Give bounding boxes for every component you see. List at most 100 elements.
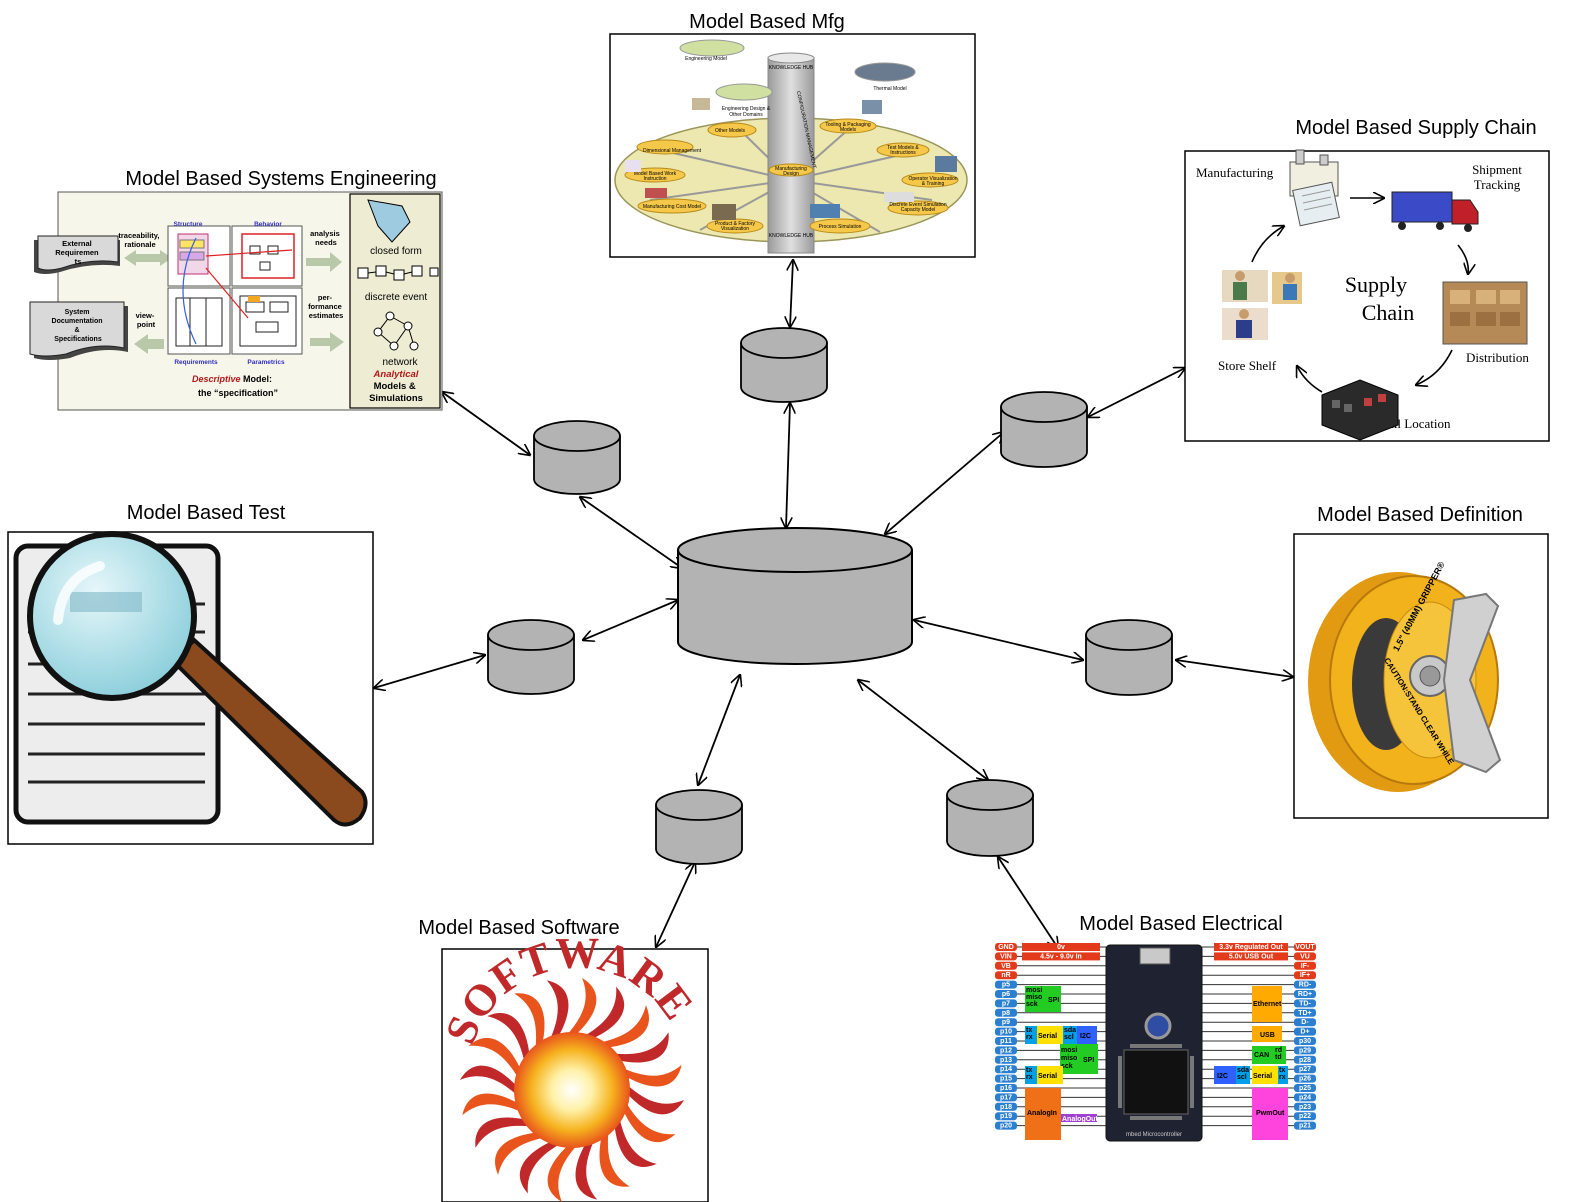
supply-chain-word: Chain <box>1362 300 1415 325</box>
arrow-store-to-electrical <box>998 857 1058 948</box>
software-petal <box>598 1005 649 1048</box>
elec-left-pin-bg <box>995 1084 1017 1092</box>
elec-rail-bg <box>1214 952 1288 961</box>
software-petal <box>624 1084 684 1115</box>
elec-right-pin-bg <box>1294 1102 1316 1111</box>
elec-analogin: AnalogIn <box>1027 1110 1057 1117</box>
central-data-hub <box>677 527 913 665</box>
software-sun-core <box>514 1032 630 1148</box>
mbse-ext-req-3: ts <box>75 257 82 266</box>
elec-pwmout: PwmOut <box>1256 1110 1285 1117</box>
mbse-panel: External Requiremen ts System Documentat… <box>29 191 443 411</box>
elec-right-pin: RD+ <box>1298 991 1312 998</box>
elec-left-pin: p17 <box>1000 1094 1012 1101</box>
elec-right-pin-bg <box>1294 1084 1316 1092</box>
electrical-panel: GNDVINVBnRp5p6p7p8p9p10p11p12p13p14p15p1… <box>995 943 1316 1142</box>
software-petal <box>487 1013 530 1064</box>
label-test: Model Based Test <box>127 502 286 524</box>
elec-right-pin-bg <box>1294 1074 1316 1083</box>
supply-cycle-arrow-5 <box>1251 226 1284 263</box>
elec-right-pin: p21 <box>1299 1123 1311 1130</box>
mfg-thumbnails <box>625 98 957 220</box>
software-petal <box>599 1130 630 1187</box>
elec-right-pin: p22 <box>1299 1113 1311 1120</box>
elec-right-pin: VOUT <box>1295 944 1315 951</box>
mbse-requirements: Requirements <box>174 359 218 366</box>
elec-left-pin-bg <box>995 961 1017 970</box>
mbse-behavior: Behavior <box>254 221 282 228</box>
mfg-dimensional: Dimensional Management <box>643 148 702 154</box>
software-petal <box>547 1142 578 1202</box>
svg-text:per- formance esti: per- formance estimates <box>308 293 344 320</box>
mfg-des-1: Discrete Event Simulation <box>889 202 946 208</box>
elec-right-pin: TD- <box>1299 1000 1311 1007</box>
mbse-discrete-event: discrete event <box>365 292 427 303</box>
elec-can: CAN <box>1254 1052 1269 1059</box>
mfg-eng-design-2: Other Domains <box>729 112 763 118</box>
elec-rd: rd <box>1275 1047 1282 1054</box>
elec-left-pin-bg <box>995 952 1017 961</box>
arrow-hub-to-store-bottomleft <box>698 675 740 785</box>
elec-right-pin: p27 <box>1299 1066 1311 1073</box>
data-store-supply <box>1000 391 1088 468</box>
arrow-store-to-software <box>656 862 695 947</box>
mbse-sys-doc-1: System <box>65 309 90 316</box>
software-sun-petals <box>460 978 684 1202</box>
elec-mosi-1: mosi <box>1026 987 1042 994</box>
mbse-closed-form: closed form <box>370 246 422 257</box>
elec-right-pin-bg <box>1294 1018 1316 1027</box>
supply-cycle-arrow-3 <box>1416 349 1453 385</box>
elec-left-pin: p19 <box>1000 1113 1012 1120</box>
svg-text:traceability, rationale: traceability, rationale <box>118 231 161 249</box>
elec-right-pin-bg <box>1294 999 1316 1008</box>
elec-left-pin: p5 <box>1002 982 1010 989</box>
svg-text:view- point: view- point <box>136 311 157 329</box>
elec-left-pin: p12 <box>1000 1047 1012 1054</box>
mfg-des-2: Capacity Model <box>901 207 935 213</box>
elec-sda-2: sda <box>1237 1067 1249 1074</box>
elec-right-pin: p25 <box>1299 1085 1311 1092</box>
elec-rail-label: 4.5v - 9.0v In <box>1040 953 1082 960</box>
magnifier-handle <box>171 637 368 827</box>
mbse-parametrics: Parametrics <box>247 359 285 366</box>
mbse-traceability-2: rationale <box>124 240 155 249</box>
elec-serial-left-1: Serial <box>1038 1033 1057 1040</box>
elec-left-pin-bg <box>995 1037 1017 1045</box>
store-shelf-icon <box>1222 270 1302 340</box>
data-store-software <box>655 789 743 865</box>
elec-left-pin: VB <box>1001 963 1011 970</box>
mbse-viewpoint-2: point <box>137 320 156 329</box>
connector-arrows <box>374 260 1293 948</box>
data-store-definition <box>1085 619 1173 696</box>
elec-left-pin: p11 <box>1000 1038 1012 1045</box>
elec-left-pin-bg <box>995 1046 1017 1055</box>
elec-td: td <box>1275 1054 1282 1061</box>
supply-manufacturing: Manufacturing <box>1196 165 1274 180</box>
mbse-analytical: Analytical <box>373 369 419 380</box>
elec-tx-2: tx <box>1026 1067 1032 1074</box>
elec-right-pin: p29 <box>1299 1047 1311 1054</box>
elec-spi-left-2: SPI <box>1083 1057 1094 1064</box>
elec-right-pin-bg <box>1294 1027 1316 1036</box>
mfg-mfg-design-1: Manufacturing <box>775 166 807 172</box>
elec-left-pin: VIN <box>1000 953 1012 960</box>
elec-right-pin-bg <box>1294 1037 1316 1045</box>
data-store-test <box>487 619 575 695</box>
elec-right-pin-bg <box>1294 990 1316 998</box>
elec-right-pin: IF+ <box>1300 972 1310 979</box>
mbse-structure: Structure <box>174 221 203 228</box>
arrow-supply-to-store <box>1088 368 1185 417</box>
supply-cycle-arrow-2 <box>1457 244 1468 274</box>
software-petal <box>614 1116 657 1167</box>
elec-i2c-right: I2C <box>1217 1073 1228 1080</box>
elec-left-pin-bg <box>995 971 1017 980</box>
test-panel <box>7 531 374 845</box>
elec-right-pin-bg <box>1294 1112 1316 1121</box>
supply-distribution: Distribution <box>1466 350 1529 365</box>
elec-left-pin-bg <box>995 1112 1017 1121</box>
